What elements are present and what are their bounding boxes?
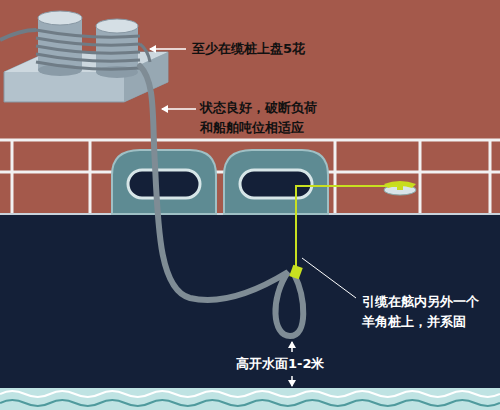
wave — [0, 400, 500, 406]
wave — [0, 391, 500, 397]
leader-line — [302, 258, 356, 298]
lashing — [289, 265, 303, 280]
railing — [0, 140, 500, 214]
background — [0, 0, 500, 214]
dimension-arrow — [291, 376, 293, 386]
water — [0, 388, 500, 410]
rope-turns — [0, 30, 150, 69]
callout-note: 至少在缆桩上盘5花 — [192, 39, 305, 59]
callout-note: 状态良好，破断负荷 和船舶吨位相适应 — [200, 98, 326, 138]
cleat — [384, 181, 416, 195]
dimension-label: 高开水面1-2米 — [236, 354, 325, 374]
messenger-line — [296, 186, 398, 272]
bollard — [4, 11, 168, 102]
dimension-arrow — [291, 342, 293, 352]
leader-line — [162, 108, 196, 110]
ship-hull — [0, 213, 500, 390]
leader-line — [150, 48, 186, 50]
fairlead — [224, 150, 328, 214]
fairlead — [112, 150, 216, 214]
callout-note: 引缆在舷内另外一个 羊角桩上，并系固 — [362, 292, 488, 332]
